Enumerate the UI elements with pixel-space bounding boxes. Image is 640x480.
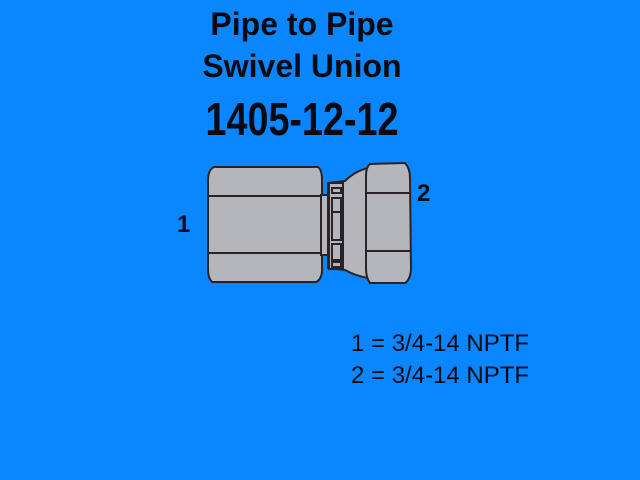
port-label-1: 1 (177, 211, 191, 238)
port-label-2: 2 (417, 180, 431, 207)
fitting-drawing (207, 161, 413, 284)
right-hex-body (365, 161, 413, 284)
spec-line-2: 2 = 3/4-14 NPTF (351, 362, 530, 389)
part-number: 1405-12-12 (205, 93, 399, 145)
spec-line-1: 1 = 3/4-14 NPTF (351, 330, 530, 357)
left-hex-body (207, 166, 323, 283)
title-line-2: Swivel Union (202, 48, 402, 84)
title-line-1: Pipe to Pipe (210, 6, 394, 42)
